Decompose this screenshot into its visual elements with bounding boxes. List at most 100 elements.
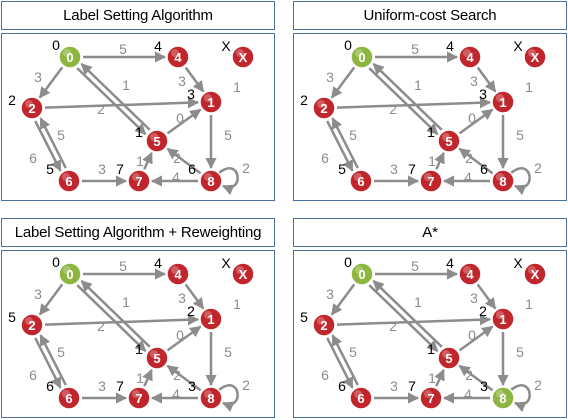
distance-label: 5 <box>338 161 346 177</box>
edge-weight-label: 1 <box>233 296 241 312</box>
node-id-label: 6 <box>357 174 364 189</box>
edge-weight-label: 5 <box>349 127 357 143</box>
node-6: 6 <box>349 386 373 410</box>
edge-weight-label: 3 <box>178 73 186 89</box>
edge-weight-label: 5 <box>411 258 419 274</box>
node-X: X <box>231 262 255 286</box>
edge-7-5 <box>142 151 153 170</box>
panel-title: A* <box>422 224 438 241</box>
edge-0-5 <box>368 67 439 136</box>
node-id-label: 2 <box>320 101 327 116</box>
edge-8-5 <box>166 147 202 175</box>
edge-weight-label: 3 <box>470 73 478 89</box>
edge-weight-label: 2 <box>97 318 105 334</box>
edge-weight-label: 1 <box>122 77 130 93</box>
distance-label: 0 <box>344 254 352 270</box>
edge-2-6 <box>34 337 62 389</box>
node-id-label: 4 <box>174 267 182 282</box>
node-4: 4 <box>166 262 190 286</box>
edge-weight-label: 3 <box>178 290 186 306</box>
panel-title-box: Uniform-cost Search <box>293 1 567 30</box>
edge-0-5 <box>76 284 147 353</box>
edge-weight-label: 6 <box>29 150 37 166</box>
node-id-label: 5 <box>445 351 452 366</box>
distance-label: 5 <box>8 309 16 325</box>
node-6: 6 <box>57 386 81 410</box>
node-id-label: 5 <box>153 134 160 149</box>
node-2: 2 <box>20 96 44 120</box>
node-id-label: 0 <box>66 267 73 282</box>
edge-weight-label: 6 <box>321 150 329 166</box>
edge-weight-label: 5 <box>516 127 524 143</box>
edge-5-1 <box>166 108 202 135</box>
edge-weight-label: 2 <box>465 367 473 383</box>
distance-label: 5 <box>300 309 308 325</box>
edge-2-1 <box>336 97 492 109</box>
distance-label: 0 <box>52 37 60 53</box>
edge-5-1 <box>458 108 494 135</box>
edge-8-5 <box>458 364 494 392</box>
edge-2-6 <box>34 120 62 172</box>
node-id-label: 7 <box>427 174 434 189</box>
distance-label: 3 <box>188 378 196 394</box>
edge-weight-label: 2 <box>173 367 181 383</box>
edge-weight-label: 2 <box>389 318 397 334</box>
node-id-label: 4 <box>466 267 474 282</box>
edge-weight-label: 3 <box>470 290 478 306</box>
distance-label: 2 <box>300 92 308 108</box>
node-4: 4 <box>166 45 190 69</box>
edge-self-loop-8 <box>510 167 531 196</box>
distance-label: 6 <box>46 378 54 394</box>
node-8: 8 <box>199 386 223 410</box>
distance-label: 1 <box>427 124 435 140</box>
panel-title: Uniform-cost Search <box>363 7 497 24</box>
node-0: 0 <box>58 45 82 69</box>
node-7: 7 <box>419 169 443 193</box>
edge-6-2 <box>331 334 359 386</box>
node-id-label: 1 <box>207 312 214 327</box>
edge-8-5 <box>166 364 202 392</box>
edge-weight-label: 1 <box>428 370 436 386</box>
edge-7-5 <box>142 368 153 387</box>
edge-weight-label: 5 <box>224 127 232 143</box>
distance-label: 1 <box>135 341 143 357</box>
edge-weight-label: 6 <box>321 367 329 383</box>
node-4: 4 <box>458 262 482 286</box>
node-1: 1 <box>491 90 515 114</box>
edge-weight-label: 2 <box>534 160 542 176</box>
node-id-label: 0 <box>358 50 365 65</box>
distance-label: X <box>221 38 231 54</box>
edge-weight-label: 1 <box>525 79 533 95</box>
edge-5-0 <box>372 279 443 348</box>
distance-label: 2 <box>479 303 487 319</box>
distance-label: 6 <box>338 378 346 394</box>
node-id-label: 8 <box>207 391 214 406</box>
node-6: 6 <box>57 169 81 193</box>
node-5: 5 <box>145 346 169 370</box>
distance-label: 6 <box>188 161 196 177</box>
node-1: 1 <box>199 307 223 331</box>
edge-weight-label: 3 <box>34 69 42 85</box>
panel-title-box: Label Setting Algorithm + Reweighting <box>1 218 275 247</box>
edge-weight-label: 2 <box>534 377 542 393</box>
distance-label: X <box>513 255 523 271</box>
node-8: 8 <box>491 386 515 410</box>
node-X: X <box>231 45 255 69</box>
edge-0-5 <box>76 67 147 136</box>
node-id-label: 6 <box>357 391 364 406</box>
edge-weight-label: 5 <box>516 344 524 360</box>
node-0: 0 <box>350 45 374 69</box>
edge-2-1 <box>44 97 200 109</box>
edge-weight-label: 3 <box>390 161 398 177</box>
distance-label: 0 <box>344 37 352 53</box>
distance-label: 2 <box>8 92 16 108</box>
edge-weight-label: 4 <box>172 386 180 402</box>
edge-weight-label: 3 <box>34 286 42 302</box>
edge-5-1 <box>166 325 202 352</box>
edge-weight-label: 4 <box>172 169 180 185</box>
